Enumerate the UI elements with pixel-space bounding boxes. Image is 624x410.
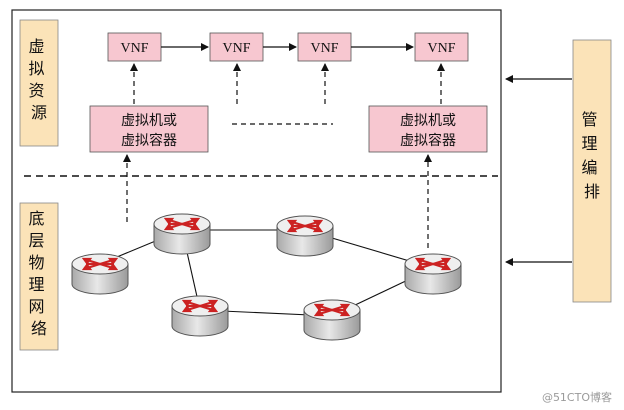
router-icon (403, 252, 463, 296)
management-domain-box: 管 理 编 排 (572, 39, 612, 303)
physical-network-label: 底 层 物 理 网 络 (28, 209, 49, 338)
management-label: 管 理 编 排 (581, 110, 602, 201)
router-icon (70, 252, 130, 296)
svg-text:VNF: VNF (310, 41, 338, 56)
vnf-node-1: VNF (107, 32, 162, 62)
router-icon (170, 294, 230, 338)
svg-text:虚拟机或: 虚拟机或 (121, 113, 177, 129)
main-frame (11, 9, 502, 393)
svg-text:VNF: VNF (120, 41, 148, 56)
svg-text:虚拟容器: 虚拟容器 (400, 132, 456, 149)
virtual-resources-label: 虚 拟 资 源 (28, 37, 49, 122)
vm-box-1: 虚拟机或 虚拟容器 (89, 105, 209, 153)
svg-text:虚拟机或: 虚拟机或 (400, 113, 456, 129)
vm-box-2: 虚拟机或 虚拟容器 (368, 105, 488, 153)
svg-text:虚拟容器: 虚拟容器 (121, 132, 177, 149)
watermark: @51CTO博客 (542, 390, 612, 404)
vnf-node-2: VNF (209, 32, 264, 62)
router-icon (275, 214, 335, 258)
router-icon (152, 212, 212, 256)
vnf-node-3: VNF (297, 32, 352, 62)
router-icon (302, 298, 362, 342)
virtual-resources-box: 虚 拟 资 源 (19, 19, 59, 147)
physical-network-box: 底 层 物 理 网 络 (19, 202, 59, 351)
svg-text:VNF: VNF (427, 41, 455, 56)
vnf-node-4: VNF (414, 32, 469, 62)
svg-text:VNF: VNF (222, 41, 250, 56)
